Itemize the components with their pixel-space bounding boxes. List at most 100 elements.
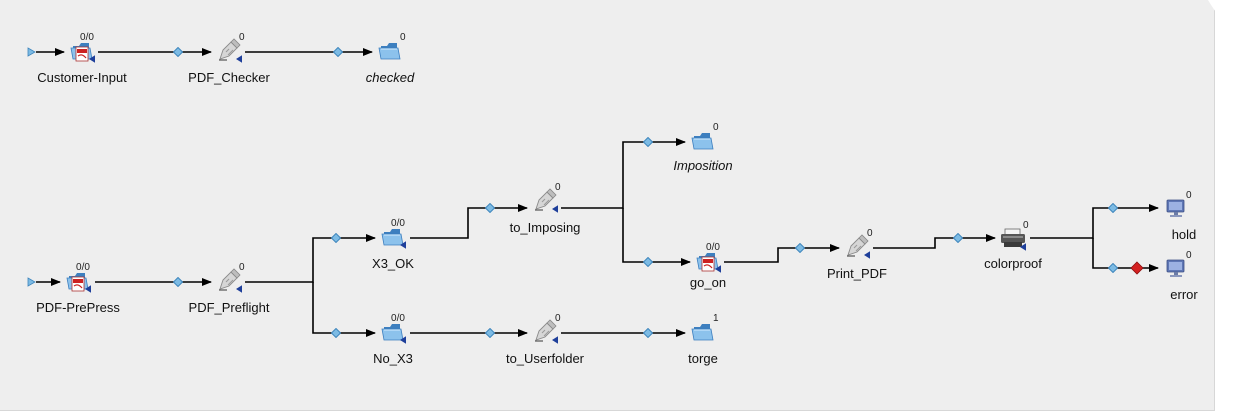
connection-preflight-to-x3ok[interactable] xyxy=(245,234,376,283)
node-checked[interactable]: 0 checked xyxy=(366,32,415,85)
folder-icon xyxy=(378,42,401,60)
node-label: Imposition xyxy=(673,158,732,173)
preflight-tool-icon xyxy=(218,268,241,291)
output-marker-icon xyxy=(552,205,558,213)
folder-icon xyxy=(381,323,404,341)
preflight-tool-icon xyxy=(534,319,557,342)
node-label: Customer-Input xyxy=(37,70,127,85)
connection-x3ok-to-imposing[interactable] xyxy=(410,204,528,239)
node-count: 0 xyxy=(867,228,873,239)
folder-icon xyxy=(691,323,714,341)
node-count: 0 xyxy=(1023,220,1029,231)
node-count: 0 xyxy=(1186,190,1192,201)
port-diamond-icon[interactable] xyxy=(173,47,183,57)
node-count: 0/0 xyxy=(76,262,90,273)
port-diamond-icon[interactable] xyxy=(1108,263,1118,273)
pdf-folder-icon xyxy=(70,42,93,62)
folder-icon xyxy=(381,228,404,246)
port-diamond-icon[interactable] xyxy=(173,277,183,287)
folder-icon xyxy=(691,132,714,150)
node-count: 0 xyxy=(239,32,245,43)
node-count: 1 xyxy=(713,313,719,324)
node-count: 0 xyxy=(400,32,406,43)
monitor-icon xyxy=(1166,199,1185,218)
node-label: Print_PDF xyxy=(827,266,887,281)
preflight-tool-icon xyxy=(218,38,241,61)
preflight-tool-icon xyxy=(846,234,869,257)
node-colorproof[interactable]: 0 colorproof xyxy=(984,220,1042,271)
corner-curl xyxy=(1208,0,1233,28)
node-count: 0 xyxy=(713,122,719,133)
node-label: go_on xyxy=(690,275,726,290)
node-no-x3[interactable]: 0/0No_X3 xyxy=(373,313,413,366)
node-label: PDF-PrePress xyxy=(36,300,120,315)
node-x3-ok[interactable]: 0/0X3_OK xyxy=(372,218,414,271)
port-diamond-icon[interactable] xyxy=(643,328,653,338)
connection-colorproof-to-error[interactable] xyxy=(1092,238,1159,272)
port-diamond-icon[interactable] xyxy=(643,257,653,267)
port-diamond-icon[interactable] xyxy=(795,243,805,253)
node-count: 0 xyxy=(239,262,245,273)
connection-imposing-to-goon[interactable] xyxy=(622,208,691,266)
ports xyxy=(27,47,1144,338)
node-count: 0/0 xyxy=(391,313,405,324)
port-diamond-icon[interactable] xyxy=(331,328,341,338)
node-label: hold xyxy=(1172,227,1197,242)
connections xyxy=(36,48,1159,337)
node-count: 0/0 xyxy=(391,218,405,229)
port-diamond-icon[interactable] xyxy=(485,328,495,338)
preflight-tool-icon xyxy=(534,188,557,211)
monitor-icon xyxy=(1166,259,1185,278)
node-go-on[interactable]: 0/0 go_on xyxy=(690,242,726,290)
connection-imposing-to-imposition[interactable] xyxy=(561,138,686,209)
output-marker-icon xyxy=(864,251,870,259)
node-count: 0/0 xyxy=(80,32,94,43)
flow-canvas[interactable] xyxy=(0,0,1215,411)
node-label: to_Imposing xyxy=(510,220,581,235)
node-label: No_X3 xyxy=(373,351,413,366)
port-diamond-icon[interactable] xyxy=(331,233,341,243)
port-diamond-icon[interactable] xyxy=(485,203,495,213)
node-label: error xyxy=(1170,287,1198,302)
node-label: to_Userfolder xyxy=(506,351,585,366)
node-count: 0/0 xyxy=(706,242,720,253)
connection-preflight-to-nox3[interactable] xyxy=(312,282,376,337)
output-marker-icon xyxy=(236,285,242,293)
node-hold[interactable]: 0 hold xyxy=(1166,190,1197,242)
node-to-userfolder[interactable]: 0 to_Userfolder xyxy=(506,313,585,366)
output-marker-icon xyxy=(236,55,242,63)
node-label: PDF_Checker xyxy=(188,70,270,85)
port-diamond-icon[interactable] xyxy=(643,137,653,147)
input-port-icon[interactable] xyxy=(27,277,36,287)
node-error[interactable]: 0 error xyxy=(1166,250,1198,302)
pdf-folder-icon xyxy=(66,272,89,292)
node-torge[interactable]: 1 torge xyxy=(688,313,719,366)
connection-colorproof-to-hold[interactable] xyxy=(1030,204,1159,239)
port-diamond-icon[interactable] xyxy=(1108,203,1118,213)
node-count: 0 xyxy=(1186,250,1192,261)
port-diamond-icon[interactable] xyxy=(953,233,963,243)
connection-goon-to-printpdf[interactable] xyxy=(724,244,840,263)
pdf-folder-icon xyxy=(696,252,719,272)
nodes: 0/0Customer-Input0PDF_Checker0checked0/0… xyxy=(36,32,1198,366)
node-count: 0 xyxy=(555,313,561,324)
node-label: PDF_Preflight xyxy=(189,300,270,315)
error-diamond-icon[interactable] xyxy=(1130,261,1144,275)
node-label: colorproof xyxy=(984,256,1042,271)
output-marker-icon xyxy=(552,336,558,344)
node-label: torge xyxy=(688,351,718,366)
node-label: checked xyxy=(366,70,415,85)
node-to-imposing[interactable]: 0 to_Imposing xyxy=(510,182,581,235)
input-port-icon[interactable] xyxy=(27,47,36,57)
connection-printpdf-to-colorproof[interactable] xyxy=(873,234,996,249)
node-count: 0 xyxy=(555,182,561,193)
node-label: X3_OK xyxy=(372,256,414,271)
port-diamond-icon[interactable] xyxy=(333,47,343,57)
